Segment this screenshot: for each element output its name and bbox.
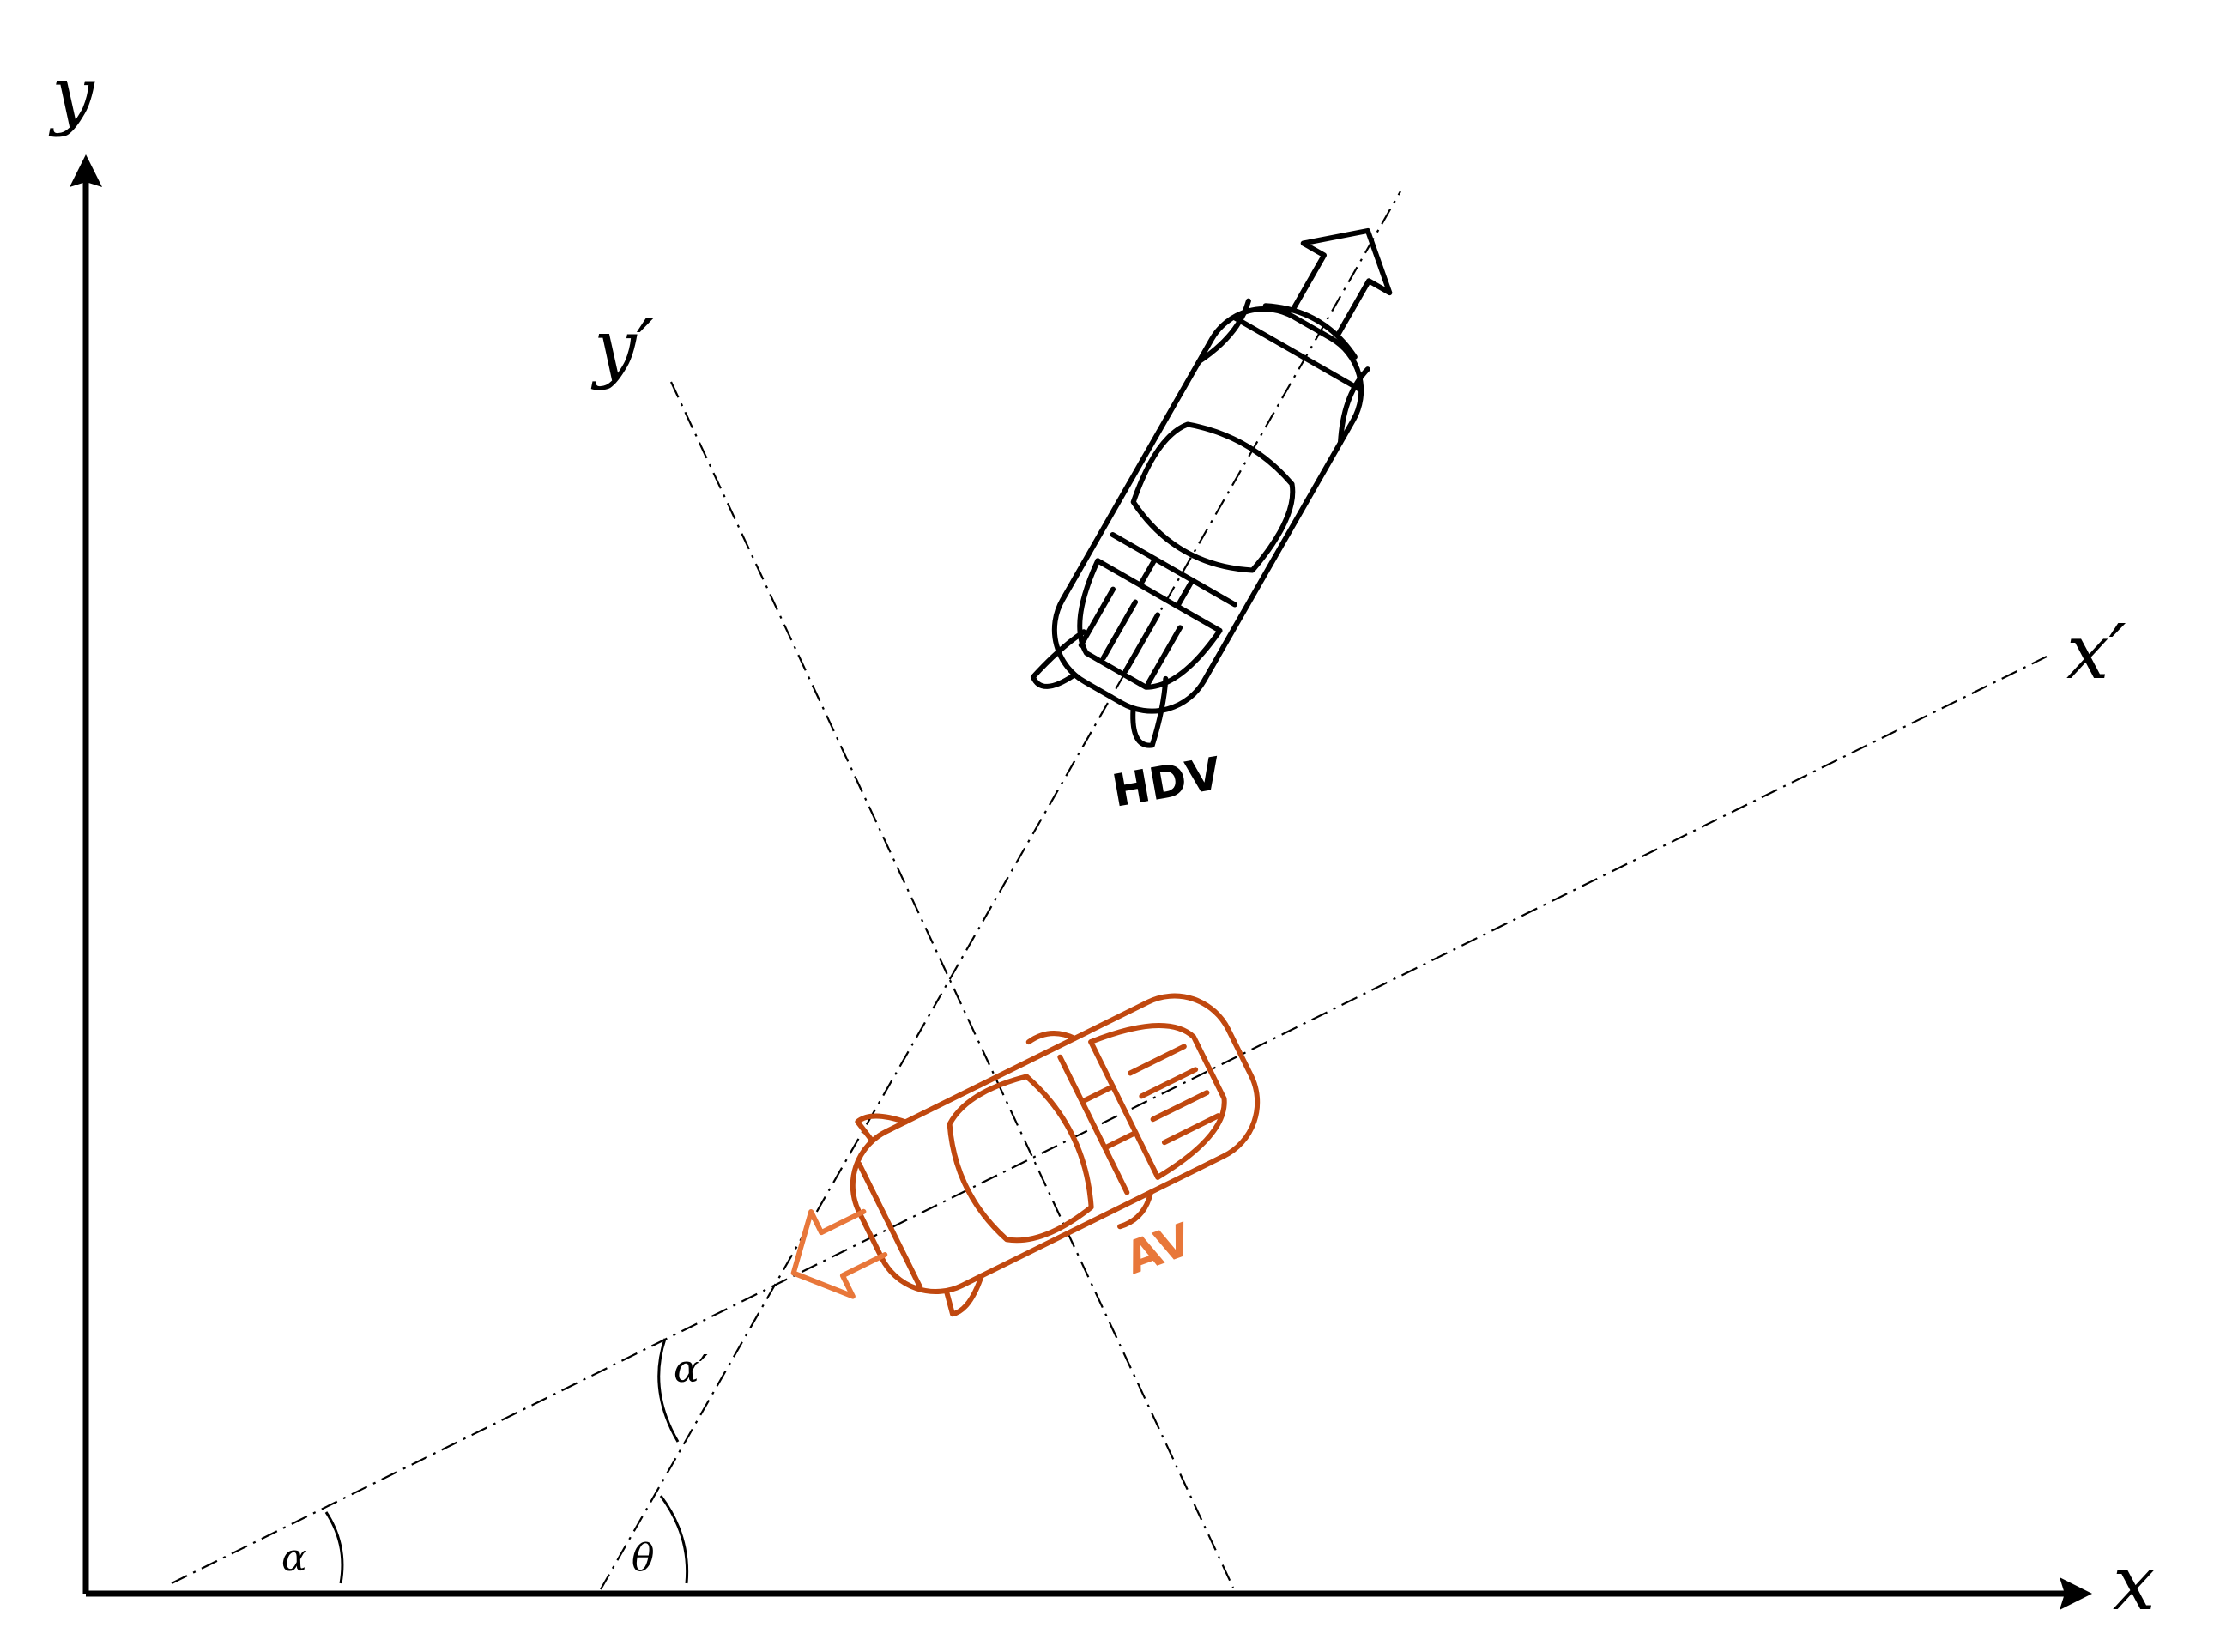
theta-arc: [659, 1495, 689, 1584]
hdv-heading-line: [600, 191, 1401, 1590]
y-axis-label: y: [48, 50, 95, 138]
theta-label: θ: [632, 1536, 655, 1580]
hdv-car: [1030, 227, 1393, 748]
y-axis-arrowhead: [70, 154, 102, 187]
av-car: [790, 993, 1261, 1317]
x-prime-axis: [171, 656, 2048, 1584]
y-prime-axis: [670, 381, 1234, 1588]
alpha-label: α: [281, 1536, 307, 1580]
y-prime-label: y′: [590, 303, 654, 391]
x-axis-label: x: [2113, 1539, 2156, 1627]
hdv-label: HDV: [1109, 748, 1225, 818]
x-prime-label: x′: [2066, 608, 2126, 696]
x-axis-arrowhead: [2060, 1577, 2092, 1610]
alpha-prime-label: α′: [674, 1347, 708, 1391]
alpha-prime-arc: [657, 1338, 680, 1443]
alpha-arc: [324, 1511, 344, 1584]
